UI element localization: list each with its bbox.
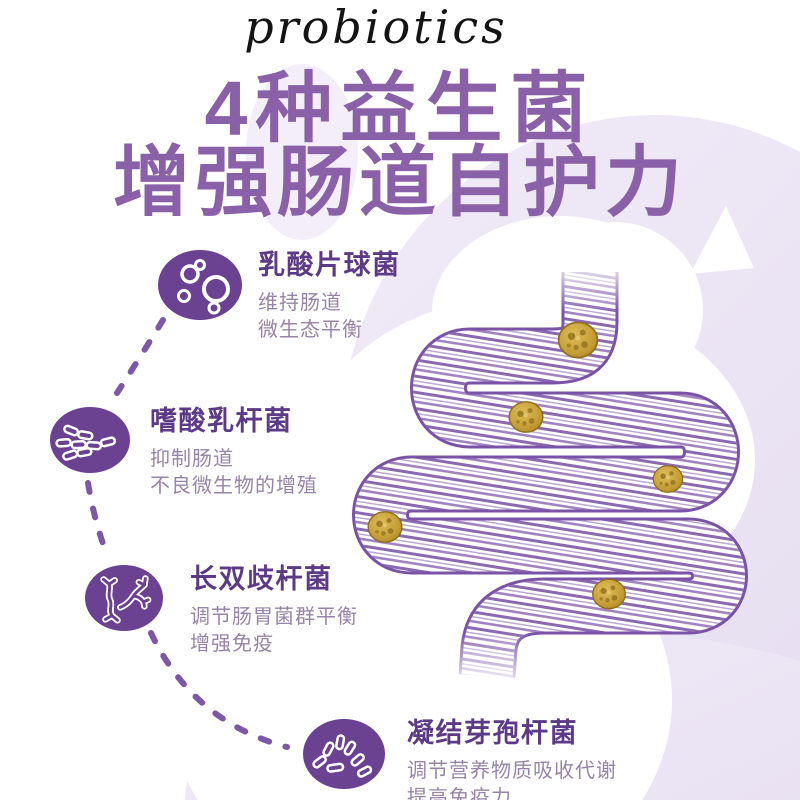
item-desc-line1: 调节肠胃菌群平衡: [190, 606, 358, 628]
item-desc-line1: 抑制肠道: [150, 448, 234, 470]
rod-chain-bacteria-icon: [50, 407, 130, 473]
probiotic-item-3: 长双歧杆菌 调节肠胃菌群平衡 增强免疫: [190, 557, 358, 658]
item-desc-line1: 调节营养物质吸收代谢: [407, 760, 617, 782]
item-desc-line2: 微生态平衡: [258, 319, 363, 341]
branched-bacteria-icon: [85, 565, 163, 631]
heading-line2: 增强肠道自护力: [113, 140, 687, 226]
heading-line1: 4种益生菌: [204, 66, 596, 152]
dashed-connector: [85, 317, 290, 750]
scattered-rod-bacteria-icon: [303, 719, 385, 789]
item-desc-line2: 增强免疫: [190, 633, 274, 655]
probiotic-item-1: 乳酸片球菌 维持肠道 微生态平衡: [258, 243, 401, 344]
item-title: 长双歧杆菌: [190, 564, 333, 594]
probiotic-item-2: 嗜酸乳杆菌 抑制肠道 不良微生物的增殖: [150, 399, 318, 500]
item-desc-line1: 维持肠道: [258, 292, 342, 314]
main-heading: 4种益生菌 增强肠道自护力: [0, 66, 800, 226]
script-title: probiotics: [244, 0, 508, 54]
intestine-drawing: [352, 256, 748, 690]
item-title: 嗜酸乳杆菌: [150, 406, 293, 436]
item-title: 凝结芽孢杆菌: [407, 718, 578, 748]
item-desc-line2: 不良微生物的增殖: [150, 475, 318, 497]
probiotic-item-4: 凝结芽孢杆菌 调节营养物质吸收代谢 提高免疫力: [407, 711, 617, 800]
item-title: 乳酸片球菌: [258, 250, 401, 280]
item-desc-line2: 提高免疫力: [407, 787, 512, 800]
cocci-bacteria-icon: [158, 250, 242, 320]
